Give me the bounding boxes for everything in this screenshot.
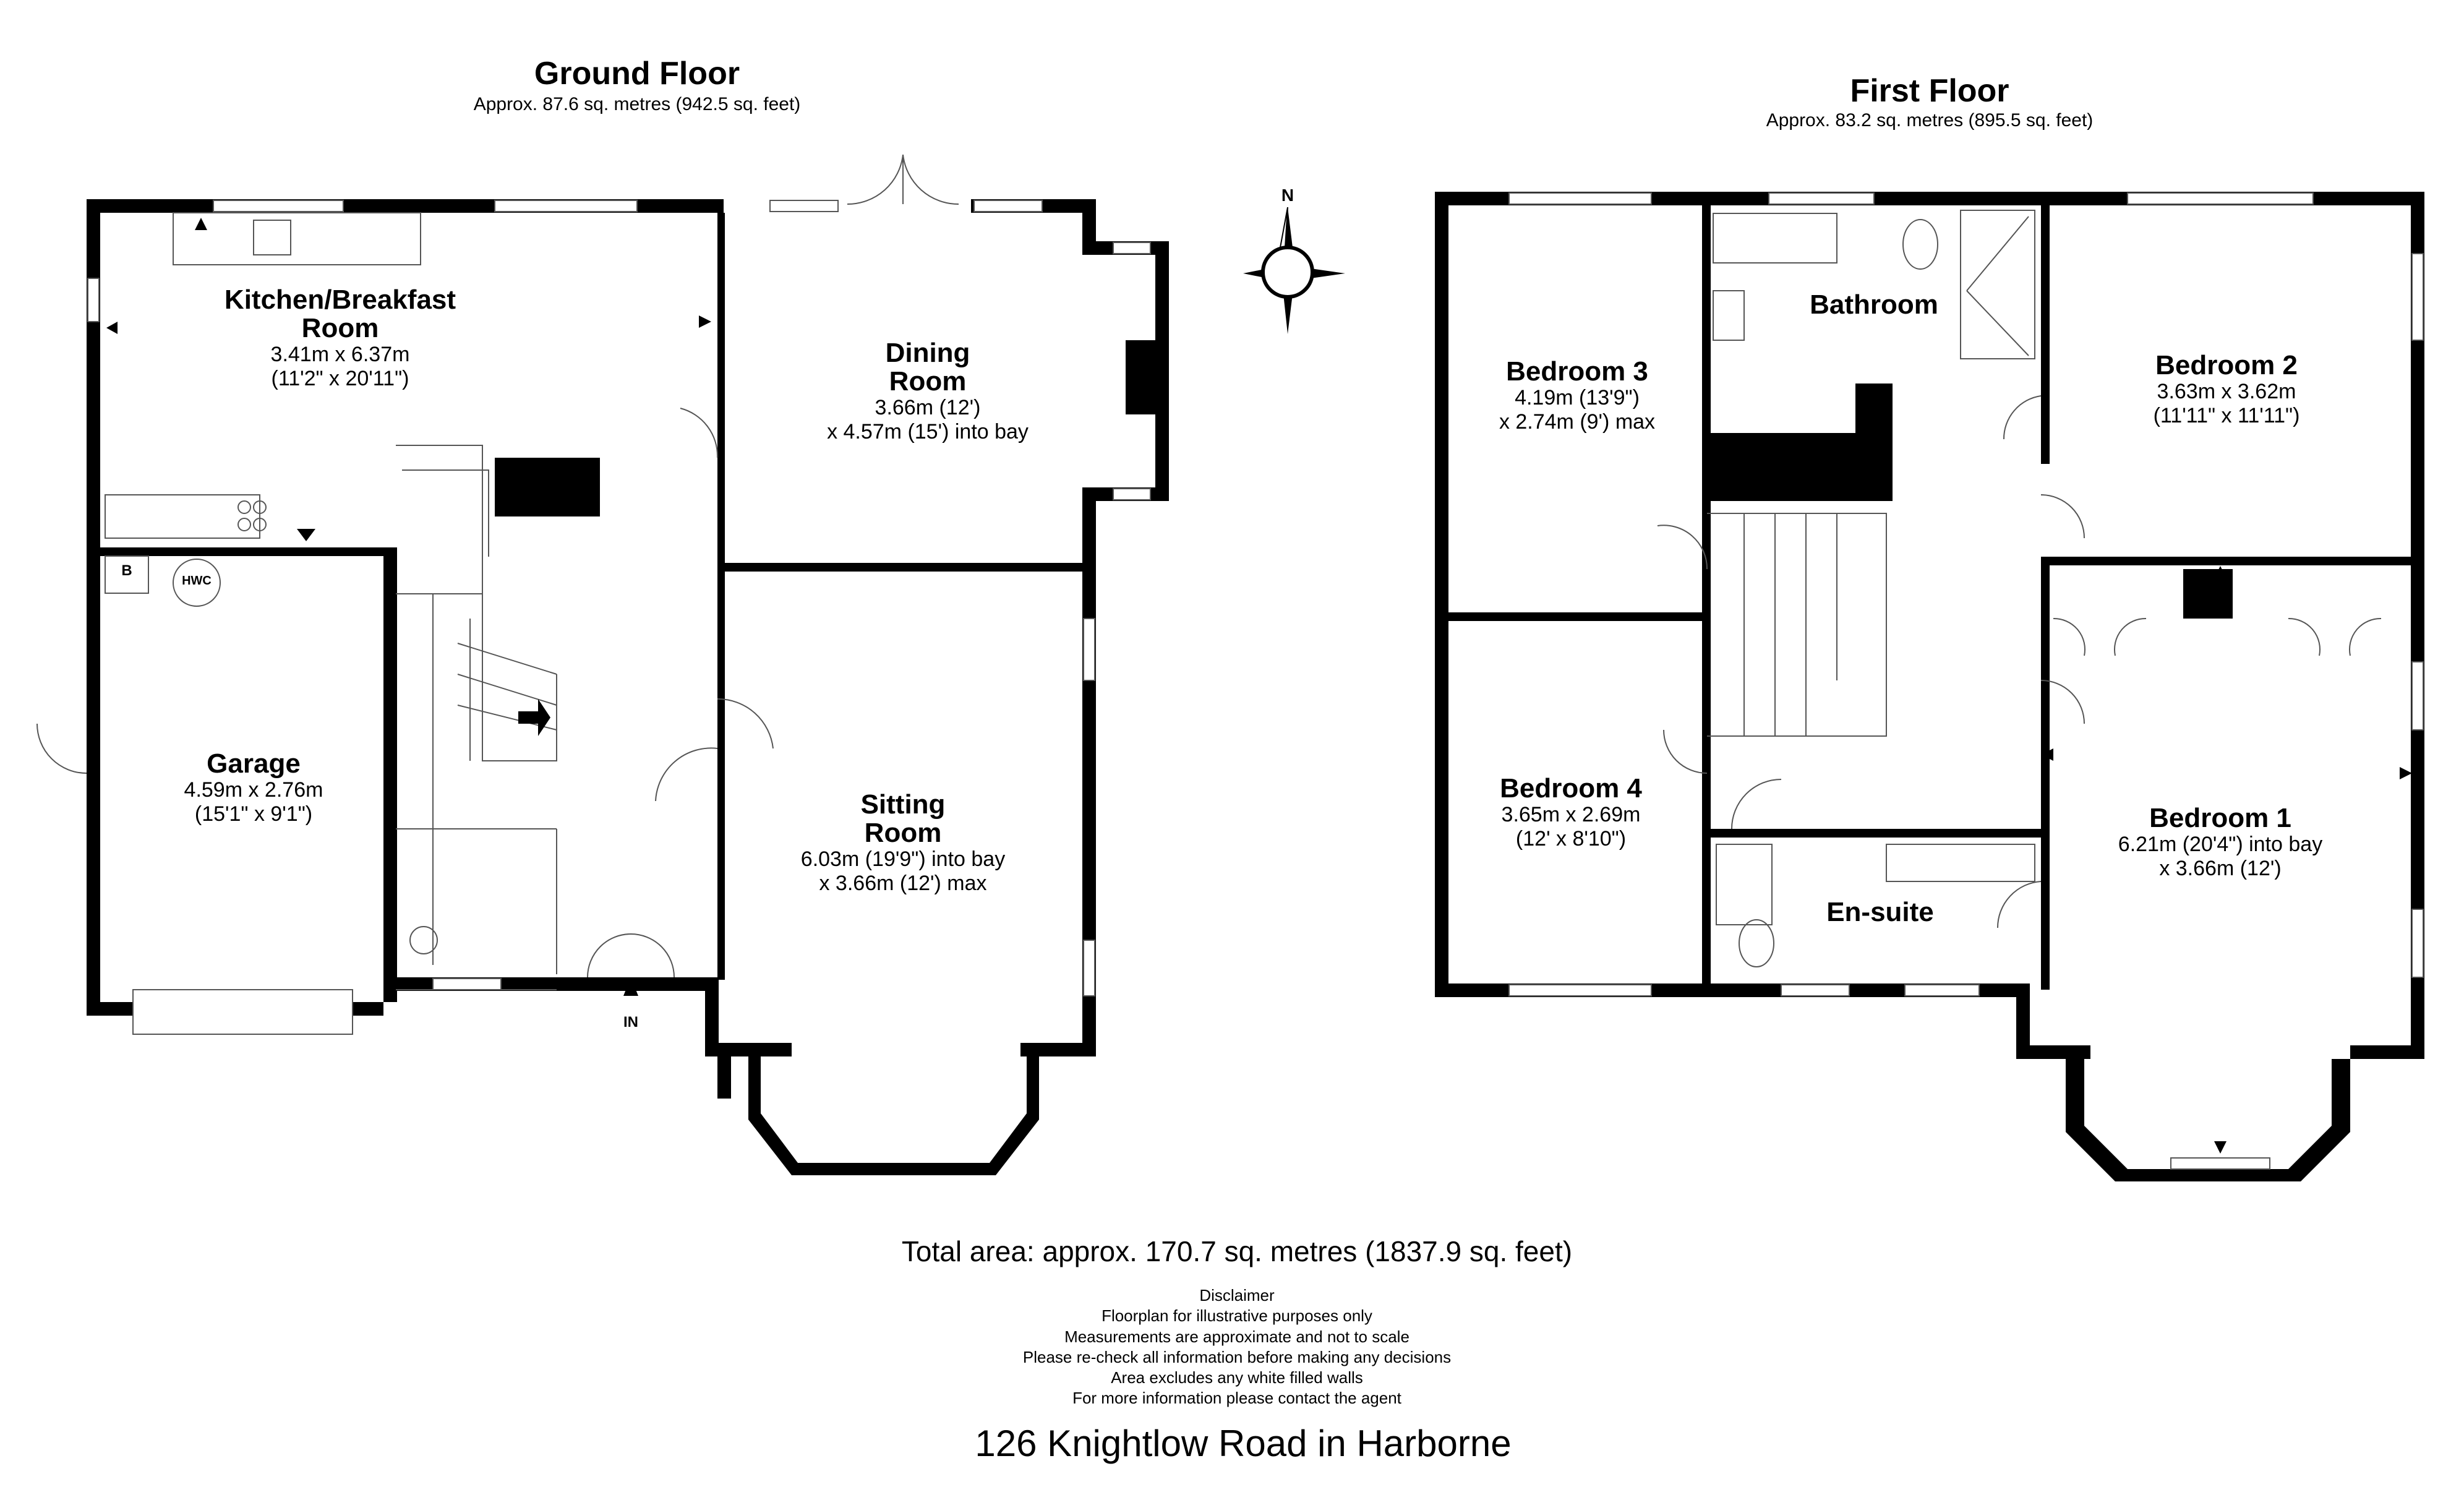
room-bedroom-3: Bedroom 3 4.19m (13'9") x 2.74m (9') max bbox=[1472, 356, 1682, 434]
ground-floor-area: Approx. 87.6 sq. metres (942.5 sq. feet) bbox=[473, 94, 801, 114]
room-en-suite: En-suite bbox=[1826, 897, 1934, 927]
room-bedroom-4: Bedroom 4 3.65m x 2.69m (12' x 8'10") bbox=[1466, 774, 1676, 851]
room-name: Room bbox=[864, 818, 942, 849]
disclaimer-line: Measurements are approximate and not to … bbox=[1064, 1327, 1410, 1346]
room-name: Kitchen/Breakfast bbox=[224, 285, 456, 315]
room-sitting: Sitting Room 6.03m (19'9") into bay x 3.… bbox=[742, 789, 1064, 896]
ground-floor-windows bbox=[87, 200, 1151, 996]
first-floor-windows bbox=[1508, 192, 2424, 1170]
room-name: Bedroom 2 bbox=[2155, 350, 2298, 380]
room-dimensions-imperial: (12' x 8'10") bbox=[1515, 827, 1627, 851]
room-kitchen-breakfast: Kitchen/Breakfast Room 3.41m x 6.37m (11… bbox=[186, 285, 495, 392]
room-name: Room bbox=[889, 366, 967, 397]
hot-water-cylinder-label: HWC bbox=[182, 574, 212, 588]
compass-rose-icon bbox=[1243, 207, 1345, 334]
room-bedroom-2: Bedroom 2 3.63m x 3.62m (11'11" x 11'11"… bbox=[2097, 351, 2356, 428]
room-dimensions: 6.21m (20'4") into bay bbox=[2118, 833, 2323, 857]
first-floor-walls bbox=[1435, 192, 2424, 1181]
compass-north-label: N bbox=[1281, 186, 1294, 205]
disclaimer-line: Area excludes any white filled walls bbox=[1111, 1368, 1363, 1387]
ground-floor-fixtures bbox=[36, 154, 959, 1035]
boiler-label: B bbox=[121, 562, 132, 579]
first-floor-title: First Floor bbox=[1850, 73, 2009, 109]
entrance-label: IN bbox=[623, 1014, 638, 1031]
room-dimensions: 4.59m x 2.76m bbox=[184, 778, 323, 802]
room-dimensions: 3.65m x 2.69m bbox=[1501, 803, 1641, 827]
room-name: Sitting bbox=[860, 789, 946, 820]
disclaimer-line: For more information please contact the … bbox=[1072, 1389, 1401, 1408]
property-address: 126 Knightlow Road in Harborne bbox=[975, 1423, 1512, 1464]
room-dimensions: 6.03m (19'9") into bay bbox=[800, 847, 1006, 872]
first-floor-arrows bbox=[2041, 566, 2412, 1154]
room-dimensions-imperial: (11'2" x 20'11") bbox=[271, 367, 409, 391]
entrance-arrow-icon bbox=[623, 977, 638, 996]
first-floor-area: Approx. 83.2 sq. metres (895.5 sq. feet) bbox=[1766, 110, 2094, 131]
room-dimensions-imperial: (11'11" x 11'11") bbox=[2153, 404, 2300, 428]
room-dimensions-imperial: x 3.66m (12') max bbox=[819, 872, 987, 896]
room-garage: Garage 4.59m x 2.76m (15'1" x 9'1") bbox=[111, 748, 396, 826]
room-name: Bedroom 3 bbox=[1506, 356, 1648, 387]
room-dimensions: 3.41m x 6.37m bbox=[270, 343, 410, 367]
room-name: Bedroom 4 bbox=[1500, 773, 1642, 803]
room-dimensions-imperial: x 4.57m (15') into bay bbox=[827, 420, 1029, 444]
room-name: Garage bbox=[207, 748, 301, 779]
room-name: Room bbox=[301, 313, 379, 344]
disclaimer-line: Please re-check all information before m… bbox=[1022, 1347, 1452, 1366]
ground-floor-title: Ground Floor bbox=[534, 56, 740, 92]
ground-floor-stairs bbox=[402, 593, 557, 761]
room-name: Dining bbox=[885, 338, 970, 368]
room-dimensions-imperial: x 2.74m (9') max bbox=[1499, 410, 1656, 434]
room-dimensions: 3.63m x 3.62m bbox=[2157, 380, 2296, 404]
room-dimensions: 3.66m (12') bbox=[875, 396, 981, 420]
room-dining: Dining Room 3.66m (12') x 4.57m (15') in… bbox=[773, 338, 1082, 445]
room-bathroom: Bathroom bbox=[1810, 289, 1938, 320]
room-dimensions: 4.19m (13'9") bbox=[1515, 386, 1640, 410]
disclaimer-heading: Disclaimer bbox=[1199, 1286, 1275, 1305]
room-name: Bedroom 1 bbox=[2149, 803, 2291, 833]
room-dimensions-imperial: (15'1" x 9'1") bbox=[194, 802, 313, 826]
first-floor-fixtures bbox=[1657, 210, 2382, 967]
room-dimensions-imperial: x 3.66m (12') bbox=[2159, 857, 2282, 881]
room-bedroom-1: Bedroom 1 6.21m (20'4") into bay x 3.66m… bbox=[2078, 803, 2363, 881]
total-area: Total area: approx. 170.7 sq. metres (18… bbox=[901, 1235, 1573, 1267]
ground-floor-arrows bbox=[106, 218, 711, 996]
disclaimer-block: Disclaimer Floorplan for illustrative pu… bbox=[866, 1285, 1608, 1409]
disclaimer-line: Floorplan for illustrative purposes only bbox=[1102, 1306, 1372, 1326]
